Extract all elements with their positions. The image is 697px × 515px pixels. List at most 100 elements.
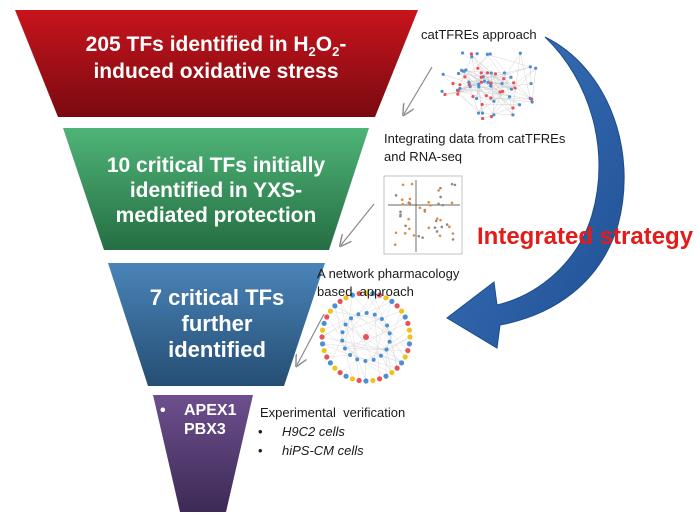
network-node <box>470 55 474 59</box>
integrated-strategy-arrow <box>446 36 625 349</box>
network-node <box>518 51 522 55</box>
network-edge <box>374 314 380 379</box>
network-node <box>332 303 338 309</box>
network-node <box>489 81 493 85</box>
network-node <box>477 84 481 89</box>
network-line1: A network pharmacology <box>317 266 460 281</box>
stage-4-item-1: • APEX1 <box>158 402 248 421</box>
network-edge <box>463 71 479 114</box>
network-edge <box>345 324 402 364</box>
network-edge <box>491 72 503 84</box>
cattfres-network-thumbnail <box>440 51 538 121</box>
scatter-point <box>445 223 449 226</box>
network-node <box>480 111 485 115</box>
network-node <box>489 71 493 75</box>
network-edge <box>490 97 533 103</box>
network-edge <box>339 301 346 325</box>
stage-1-sub2: 2 <box>332 44 340 60</box>
network-node <box>456 71 461 76</box>
network-node <box>327 360 334 366</box>
network-node <box>482 79 486 83</box>
network-edge <box>530 66 532 84</box>
pharmacology-network-thumbnail <box>319 290 413 384</box>
network-node <box>529 82 533 86</box>
stage-3-line1: 7 critical TFs <box>149 285 285 310</box>
network-node <box>479 75 483 79</box>
network-edge <box>512 53 521 108</box>
network-edge <box>358 295 380 315</box>
network-node <box>340 338 345 343</box>
network-edge <box>465 69 531 99</box>
network-edge <box>380 355 402 364</box>
network-node <box>319 341 326 347</box>
scatter-point <box>429 204 432 207</box>
network-edge <box>458 73 484 77</box>
network-node <box>384 347 389 352</box>
network-edge <box>322 343 351 356</box>
network-edge <box>349 316 406 356</box>
network-node <box>458 86 462 91</box>
network-node <box>319 334 325 340</box>
network-edge <box>465 69 514 109</box>
network-node <box>349 292 356 298</box>
network-node <box>332 365 338 371</box>
network-edge <box>342 310 402 333</box>
scatter-point <box>401 183 405 187</box>
network-edge <box>459 88 532 100</box>
scatter-point <box>427 201 430 204</box>
connector-arrow-1 <box>404 66 433 114</box>
network-node <box>378 353 383 358</box>
network-node <box>383 373 389 379</box>
stage-4-pbx3: PBX3 <box>184 420 226 438</box>
network-node <box>321 320 327 327</box>
network-node <box>405 320 411 327</box>
network-node <box>498 90 502 94</box>
bullet-dot-2: • <box>258 443 263 458</box>
stage-2-line1: 10 critical TFs initially <box>106 154 326 177</box>
network-node <box>511 113 515 117</box>
network-node <box>511 106 515 110</box>
network-edge <box>493 91 501 102</box>
stage-2-line3: mediated protection <box>115 203 317 227</box>
network-node <box>441 72 445 76</box>
network-node <box>383 295 389 301</box>
stage-4-trapezoid <box>153 395 253 512</box>
network-node <box>501 89 505 93</box>
network-edge <box>469 84 503 92</box>
network-edge <box>486 72 505 96</box>
network-edge <box>340 359 358 373</box>
network-edge <box>365 360 367 382</box>
network-node <box>471 94 475 99</box>
network-edge <box>386 349 393 373</box>
network-node <box>407 334 413 340</box>
network-node <box>456 92 460 96</box>
network-node <box>512 81 516 85</box>
network-node <box>327 308 334 314</box>
network-edge <box>465 69 514 115</box>
network-node <box>402 314 408 320</box>
scatter-point <box>417 234 421 238</box>
scatter-point <box>394 194 398 197</box>
network-edge <box>373 301 393 360</box>
network-edge <box>345 324 367 382</box>
network-edge <box>478 68 536 114</box>
connector-arrow-2 <box>341 203 375 245</box>
network-line2: based approach <box>317 283 414 299</box>
network-node <box>394 303 400 309</box>
network-edge <box>490 85 516 89</box>
network-node <box>502 71 507 75</box>
network-node <box>488 52 492 56</box>
network-node <box>443 92 447 97</box>
scatter-point <box>435 230 439 233</box>
network-node <box>376 376 383 382</box>
network-node <box>321 347 327 354</box>
experimental-verification-label: Experimental verification <box>260 405 406 420</box>
stage-1-line1: 205 TFs identified in H <box>85 33 309 56</box>
network-node <box>402 354 408 360</box>
scatter-point <box>399 213 402 216</box>
network-edge <box>491 68 536 117</box>
network-node <box>376 292 383 298</box>
network-node <box>476 111 481 115</box>
stage-4-apex1: APEX1 <box>184 402 237 419</box>
network-node <box>389 369 395 376</box>
